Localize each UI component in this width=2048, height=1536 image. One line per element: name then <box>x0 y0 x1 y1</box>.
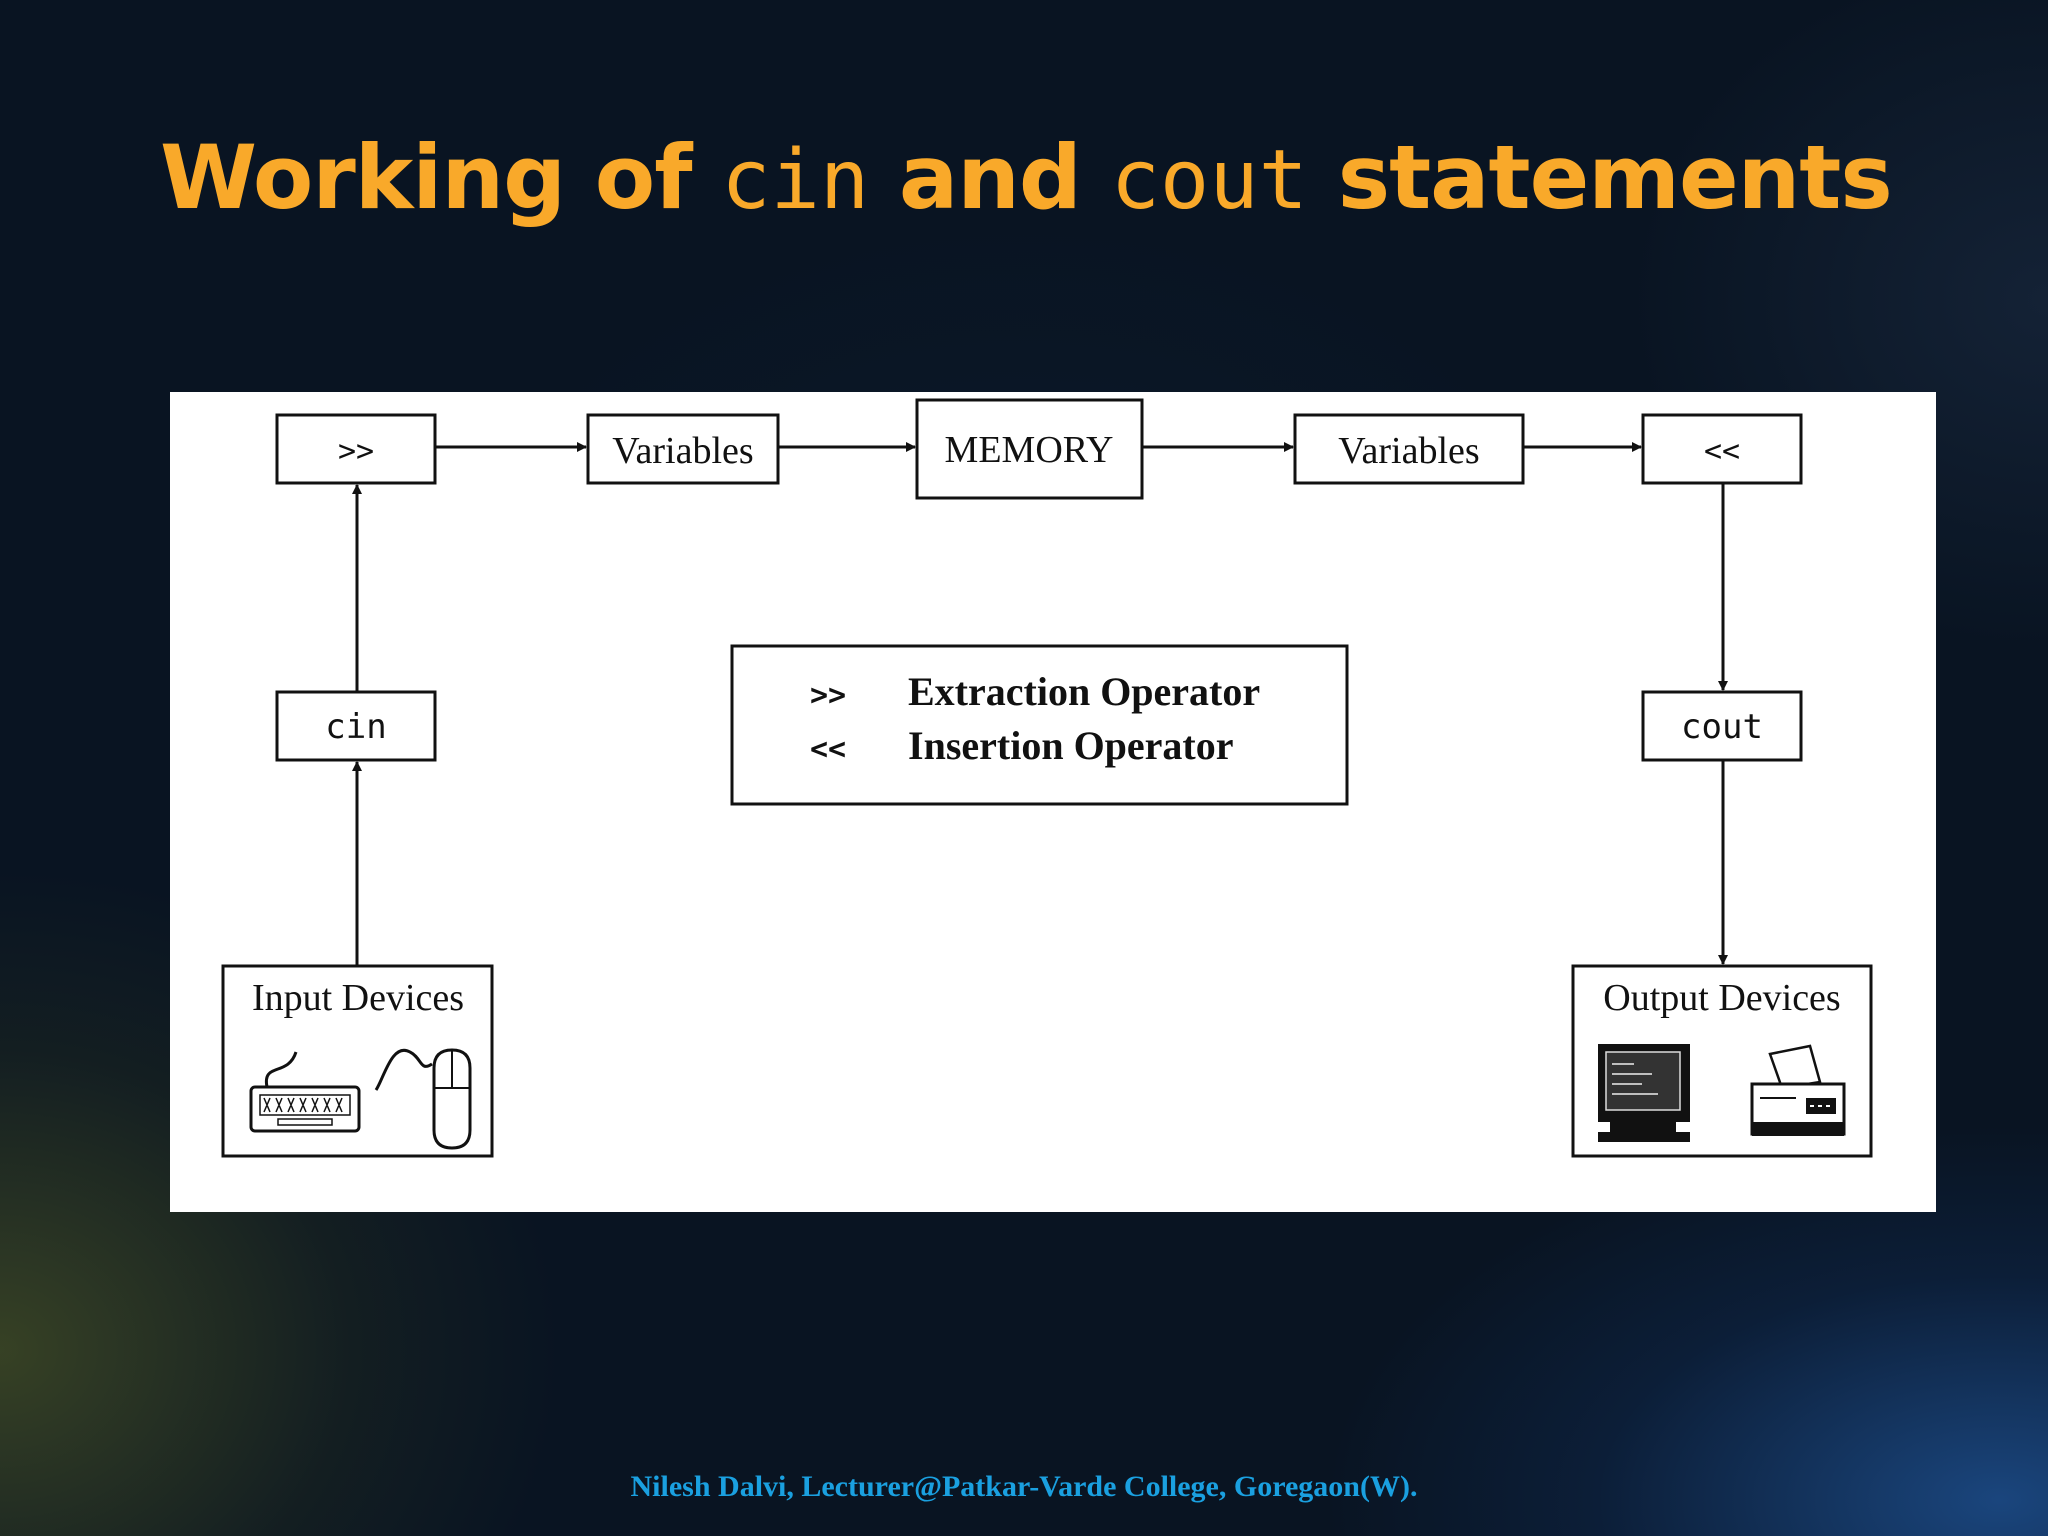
extraction-operator-box: >> <box>275 413 437 485</box>
legend-insertion-label: Insertion Operator <box>908 723 1234 768</box>
variables-right-box: Variables <box>1293 413 1525 485</box>
legend-insertion-symbol: << <box>810 732 846 767</box>
diagram-panel: >> Variables MEMORY Variables << cin <box>170 392 1936 1212</box>
output-devices-box: Output Devices <box>1571 964 1873 1158</box>
cout-box: cout <box>1641 690 1803 762</box>
input-devices-box: Input Devices <box>221 964 494 1158</box>
cout-label: cout <box>1681 707 1763 747</box>
slide-title: Working of cin and cout statements <box>160 118 1893 241</box>
title-part1: Working of <box>160 126 692 229</box>
output-devices-label: Output Devices <box>1603 977 1840 1019</box>
variables-left-label: Variables <box>612 430 753 472</box>
variables-right-label: Variables <box>1338 430 1479 472</box>
legend-box: >> Extraction Operator << Insertion Oper… <box>730 644 1349 806</box>
monitor-icon <box>1598 1044 1690 1142</box>
memory-box: MEMORY <box>915 398 1144 500</box>
insertion-operator-box: << <box>1641 413 1803 485</box>
variables-left-box: Variables <box>586 413 780 485</box>
cin-label: cin <box>325 707 386 747</box>
title-part2: and <box>898 126 1082 229</box>
input-devices-label: Input Devices <box>252 977 464 1019</box>
io-flow-diagram: >> Variables MEMORY Variables << cin <box>221 398 1873 1158</box>
legend-extraction-label: Extraction Operator <box>908 669 1260 714</box>
cin-box: cin <box>275 690 437 762</box>
title-code-cout: cout <box>1110 133 1309 228</box>
keyboard-icon <box>249 1051 361 1133</box>
printer-icon <box>1750 1044 1846 1136</box>
legend-extraction-symbol: >> <box>810 678 846 713</box>
insertion-operator-label: << <box>1704 434 1740 469</box>
title-part3: statements <box>1337 126 1893 229</box>
slide-footer: Nilesh Dalvi, Lecturer@Patkar-Varde Coll… <box>630 1470 1418 1503</box>
mouse-icon <box>374 1048 472 1150</box>
memory-label: MEMORY <box>945 429 1114 471</box>
extraction-operator-label: >> <box>338 434 374 469</box>
title-code-cin: cin <box>721 133 870 228</box>
